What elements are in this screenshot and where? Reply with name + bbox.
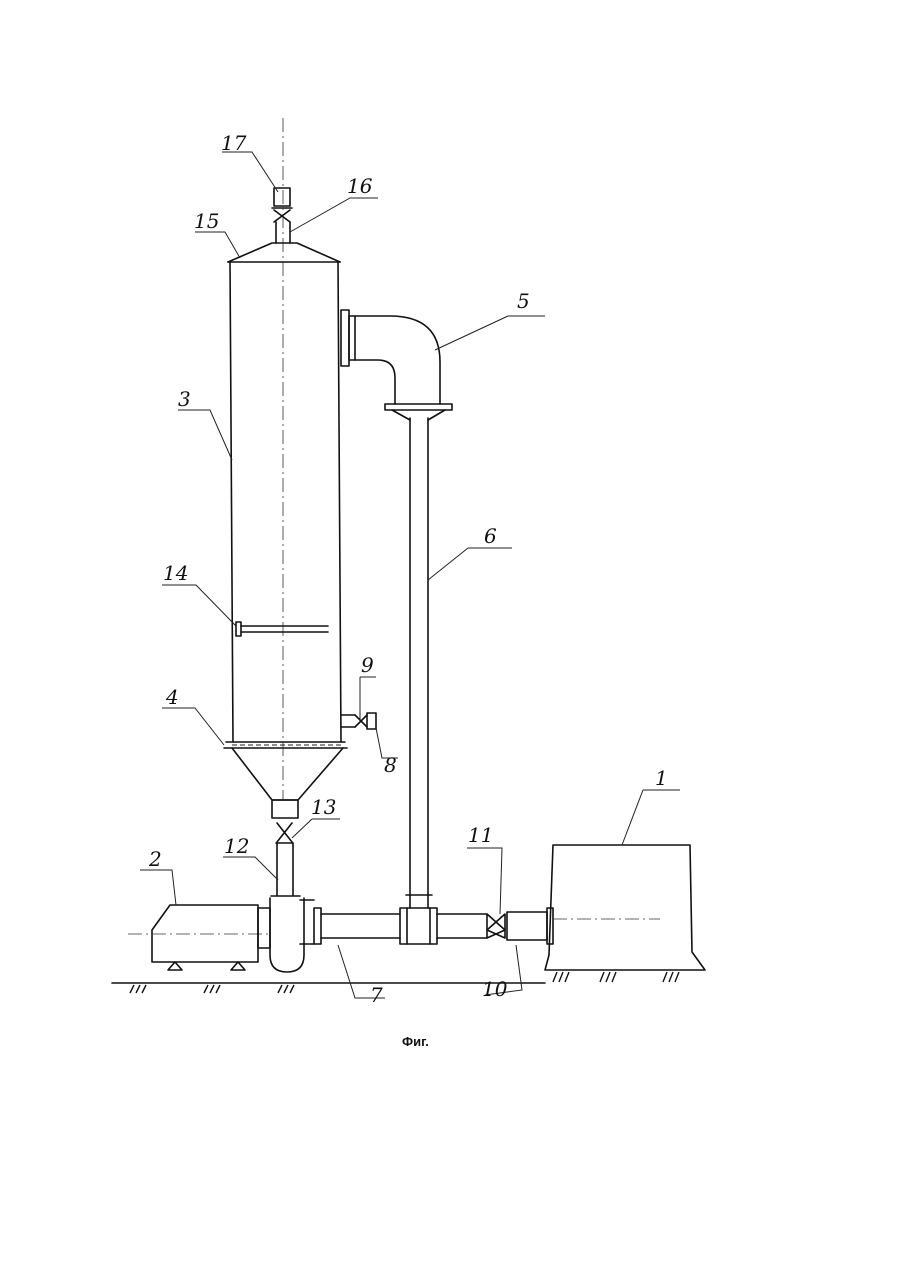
internal-baffle: [236, 622, 328, 636]
label-16: 16: [347, 174, 373, 198]
label-4: 4: [165, 685, 179, 709]
label-7: 7: [370, 983, 383, 1007]
label-8: 8: [384, 753, 397, 777]
label-11: 11: [468, 823, 493, 847]
top-cover: [228, 188, 340, 262]
figure-caption: Фиг.: [402, 1034, 429, 1049]
label-10: 10: [482, 977, 508, 1001]
sampling-valve: [341, 713, 376, 729]
pump: [128, 898, 314, 972]
label-9: 9: [361, 653, 374, 677]
label-5: 5: [517, 289, 530, 313]
label-13: 13: [311, 795, 336, 819]
label-6: 6: [484, 524, 497, 548]
elbow: [341, 310, 440, 404]
horizontal-pipe: [314, 908, 487, 944]
label-15: 15: [194, 209, 219, 233]
grid-and-cone: [224, 745, 347, 843]
label-14: 14: [163, 561, 188, 585]
label-2: 2: [148, 847, 162, 871]
label-12: 12: [224, 834, 249, 858]
label-17: 17: [221, 131, 247, 155]
feed-pipe: [271, 843, 300, 896]
column: [226, 118, 345, 800]
label-3: 3: [178, 387, 191, 411]
tank: [545, 845, 705, 982]
valve-and-outlet: [487, 908, 553, 944]
riser-pipe: [385, 404, 452, 908]
label-1: 1: [655, 766, 668, 790]
ground: [112, 983, 545, 993]
